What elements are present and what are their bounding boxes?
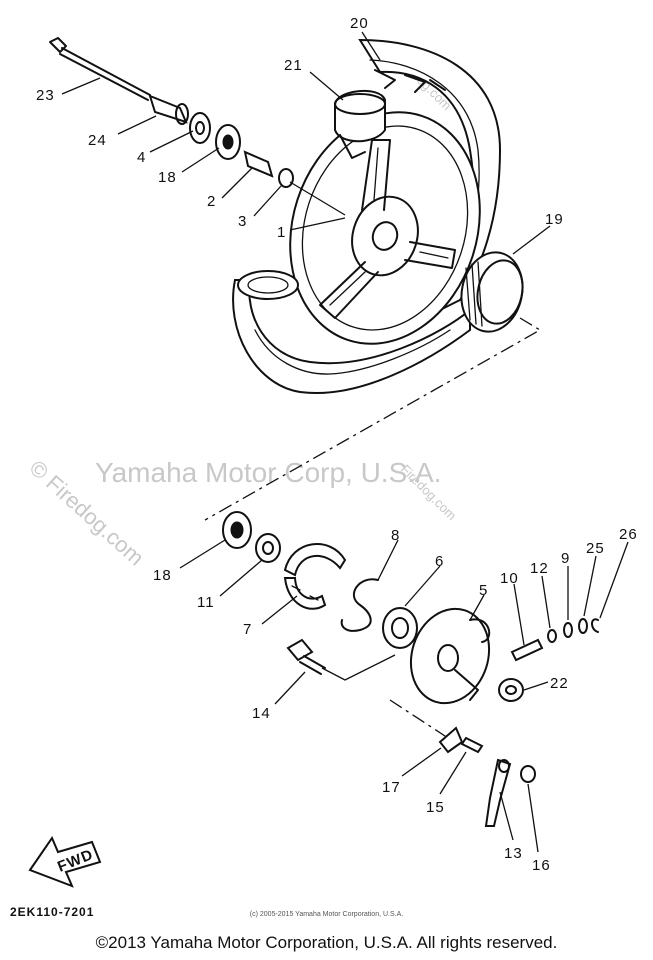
label-4: 4 <box>137 149 146 166</box>
brake-spring <box>340 578 379 632</box>
bearing-upper <box>215 124 241 160</box>
label-18-lower: 18 <box>153 567 172 584</box>
hub-seal <box>382 607 418 649</box>
valve-stem <box>334 89 386 159</box>
label-15: 15 <box>426 799 445 816</box>
inner-tube <box>460 251 524 333</box>
lock-washer <box>438 726 464 754</box>
label-11: 11 <box>197 594 215 611</box>
label-26: 26 <box>619 526 638 543</box>
oil-seal <box>189 112 211 144</box>
circlip <box>591 618 599 633</box>
label-6: 6 <box>435 553 444 570</box>
label-13: 13 <box>504 845 523 862</box>
label-1: 1 <box>277 224 286 241</box>
label-22: 22 <box>550 675 569 692</box>
plain-washer <box>578 618 588 634</box>
drive-gear <box>255 533 281 563</box>
label-9: 9 <box>561 550 570 567</box>
brake-panel <box>409 607 491 705</box>
copyright-notice: ©2013 Yamaha Motor Corporation, U.S.A. A… <box>95 933 558 952</box>
label-7: 7 <box>243 621 252 638</box>
washer <box>278 168 294 188</box>
label-21: 21 <box>284 57 303 74</box>
watermark-yamaha: Yamaha Motor Corp, U.S.A. <box>95 457 442 488</box>
label-24: 24 <box>88 132 107 149</box>
o-ring <box>547 629 557 643</box>
label-23: 23 <box>36 87 55 104</box>
pivot-bolt <box>286 638 326 675</box>
label-12: 12 <box>530 560 549 577</box>
collar <box>243 150 274 178</box>
label-20: 20 <box>350 15 369 32</box>
lever-nut <box>520 765 536 783</box>
diagram-code: 2EK110-7201 <box>10 905 95 919</box>
leader-lines <box>61 31 629 853</box>
label-16: 16 <box>532 857 551 874</box>
label-8: 8 <box>391 527 400 544</box>
small-copyright: (c) 2005-2015 Yamaha Motor Corporation, … <box>249 911 404 918</box>
axle <box>49 37 151 101</box>
brake-cam <box>510 638 544 662</box>
label-17: 17 <box>382 779 401 796</box>
label-10: 10 <box>500 570 519 587</box>
label-18-upper: 18 <box>158 169 177 186</box>
forward-arrow-icon: FWD <box>28 835 102 888</box>
label-19: 19 <box>545 211 564 228</box>
wheel <box>289 111 481 345</box>
label-3: 3 <box>238 213 247 230</box>
tire-cutaway <box>237 270 299 300</box>
axle-nut <box>498 678 524 702</box>
brake-shoe <box>283 543 347 610</box>
label-25: 25 <box>586 540 605 557</box>
spacer <box>148 94 189 125</box>
brake-lever <box>484 758 512 827</box>
label-14: 14 <box>252 705 271 722</box>
label-2: 2 <box>207 193 216 210</box>
bearing-lower <box>222 511 252 549</box>
label-5: 5 <box>479 582 488 599</box>
lever-bolt <box>460 736 484 754</box>
washer-small <box>563 622 573 638</box>
